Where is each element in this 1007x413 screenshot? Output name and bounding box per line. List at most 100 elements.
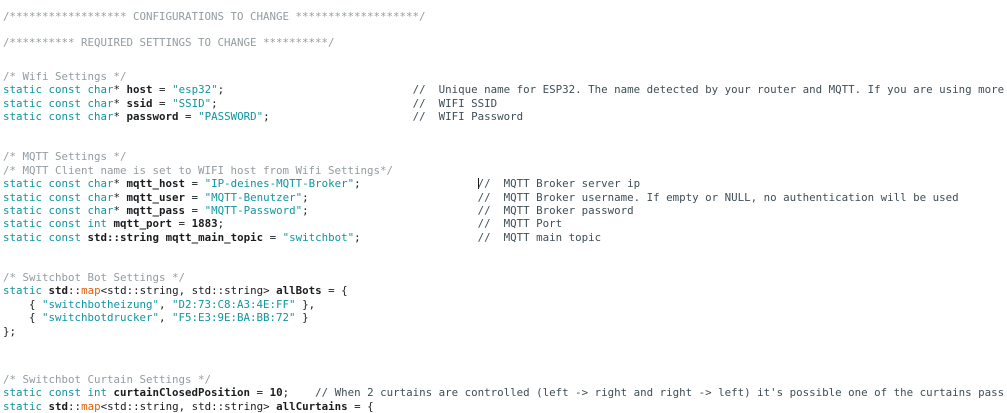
line-comment-token: // MQTT main topic: [477, 230, 602, 244]
plain-token: ;: [354, 177, 361, 191]
plain-token: ::: [68, 399, 82, 413]
code-line: static const int mqtt_port = 1883; // MQ…: [3, 217, 1007, 230]
block-comment-token: /* MQTT Settings */: [3, 150, 127, 164]
alignment-spaces: [309, 204, 478, 217]
plain-token: = {: [321, 284, 348, 298]
code-line: /* Wifi Settings */: [3, 70, 1007, 83]
string-token: "MQTT-Password": [204, 203, 303, 217]
alignment-spaces: [361, 177, 478, 190]
alignment-spaces: [309, 191, 478, 204]
code-line: static const char* ssid = "SSID"; // WIF…: [3, 97, 1007, 110]
keyword-token: static const char: [3, 96, 114, 110]
identifier-token: host: [126, 83, 153, 97]
code-line: /* MQTT Settings */: [3, 150, 1007, 163]
plain-token: = {: [347, 399, 374, 413]
blank-line: [3, 50, 1007, 70]
keyword-token: static: [3, 399, 43, 413]
string-token: "IP-deines-MQTT-Broker": [204, 177, 355, 191]
plain-token: =: [185, 190, 205, 204]
code-line: static std::map<std::string, std::string…: [3, 284, 1007, 297]
identifier-token: mqtt_user: [126, 190, 186, 204]
code-line: { "switchbotheizung", "D2:73:C8:A3:4E:FF…: [3, 298, 1007, 311]
plain-token: ;: [354, 230, 361, 244]
identifier-token: ssid: [126, 96, 153, 110]
string-token: "PASSWORD": [198, 109, 264, 123]
block-comment-token: /* Switchbot Curtain Settings */: [3, 373, 212, 387]
code-line: static const std::string mqtt_main_topic…: [3, 231, 1007, 244]
plain-token: =: [178, 109, 199, 123]
code-line: static const char* host = "esp32"; // Un…: [3, 83, 1007, 96]
plain-token: =: [263, 230, 283, 244]
code-line: /****************** CONFIGURATIONS TO CH…: [3, 10, 1007, 23]
alignment-spaces: [218, 97, 413, 110]
identifier-token: mqtt_host: [126, 177, 186, 191]
code-line: /* MQTT Client name is set to WIFI host …: [3, 164, 1007, 177]
alignment-spaces: [289, 386, 315, 399]
type-token: map: [81, 399, 101, 413]
code-line: static const char* mqtt_user = "MQTT-Ben…: [3, 191, 1007, 204]
keyword-token: static const int: [3, 217, 108, 231]
line-comment-token: // MQTT Broker password: [477, 203, 634, 217]
plain-token: *: [113, 177, 127, 191]
keyword-token: static const char: [3, 83, 114, 97]
line-comment-token: // MQTT Port: [477, 217, 563, 231]
plain-token: <std::string, std::string>: [100, 284, 277, 298]
plain-token: ;: [302, 190, 309, 204]
plain-token: ,: [159, 297, 173, 311]
line-comment-token: // Unique name for ESP32. The name detec…: [412, 83, 1005, 97]
string-token: "SSID": [172, 96, 212, 110]
line-comment-token: // When 2 curtains are controlled (left …: [315, 386, 1005, 400]
string-token: "F5:E3:9E:BA:BB:72": [172, 311, 296, 325]
alignment-spaces: [361, 231, 478, 244]
keyword-token: static const int: [3, 386, 108, 400]
plain-token: *: [113, 190, 127, 204]
identifier-token: mqtt_port: [113, 217, 173, 231]
line-comment-token: // MQTT Broker server ip: [477, 177, 641, 191]
plain-token: ;: [302, 203, 309, 217]
code-line: /* Switchbot Curtain Settings */: [3, 373, 1007, 386]
code-line: };: [3, 325, 1007, 338]
plain-token: ;: [282, 386, 290, 400]
block-comment-token: /****************** CONFIGURATIONS TO CH…: [3, 10, 426, 23]
string-token: "D2:73:C8:A3:4E:FF": [172, 297, 296, 311]
line-comment-token: // WIFI SSID: [412, 96, 498, 110]
blank-line: [3, 338, 1007, 373]
alignment-spaces: [270, 110, 413, 123]
keyword-token: static const char: [3, 203, 114, 217]
plain-token: =: [152, 83, 173, 97]
keyword-token: static const char: [3, 190, 114, 204]
code-line: /* Switchbot Bot Settings */: [3, 271, 1007, 284]
identifier-token: mqtt_pass: [126, 203, 186, 217]
string-token: "MQTT-Benutzer": [204, 190, 303, 204]
plain-token: =: [172, 217, 192, 231]
block-comment-token: /* MQTT Client name is set to WIFI host …: [3, 163, 394, 177]
plain-token: }: [295, 311, 309, 325]
plain-token: *: [113, 203, 127, 217]
code-line: { "switchbotdrucker", "F5:E3:9E:BA:BB:72…: [3, 311, 1007, 324]
plain-token: {: [3, 311, 43, 325]
block-comment-token: /* Wifi Settings */: [3, 69, 127, 83]
identifier-token: std::string: [87, 230, 160, 244]
identifier-token: std: [48, 399, 69, 413]
plain-token: =: [185, 203, 205, 217]
plain-token: },: [295, 297, 316, 311]
alignment-spaces: [224, 83, 413, 96]
blank-line: [3, 23, 1007, 36]
identifier-token: password: [126, 109, 179, 123]
identifier-token: mqtt_main_topic: [165, 230, 264, 244]
string-token: "switchbotdrucker": [42, 311, 160, 325]
code-line: static const char* mqtt_host = "IP-deine…: [3, 177, 1007, 190]
code-line: /********** REQUIRED SETTINGS TO CHANGE …: [3, 36, 1007, 49]
identifier-token: allCurtains: [276, 399, 348, 413]
string-token: "esp32": [172, 83, 218, 97]
number-token: 1883: [191, 217, 218, 231]
plain-token: ;: [211, 96, 218, 110]
text-cursor: [477, 178, 479, 190]
keyword-token: static const char: [3, 109, 114, 123]
plain-token: =: [250, 386, 270, 400]
line-comment-token: // WIFI Password: [412, 109, 524, 123]
alignment-spaces: [224, 217, 478, 230]
code-line: static const char* mqtt_pass = "MQTT-Pas…: [3, 204, 1007, 217]
code-line: static const char* password = "PASSWORD"…: [3, 110, 1007, 123]
